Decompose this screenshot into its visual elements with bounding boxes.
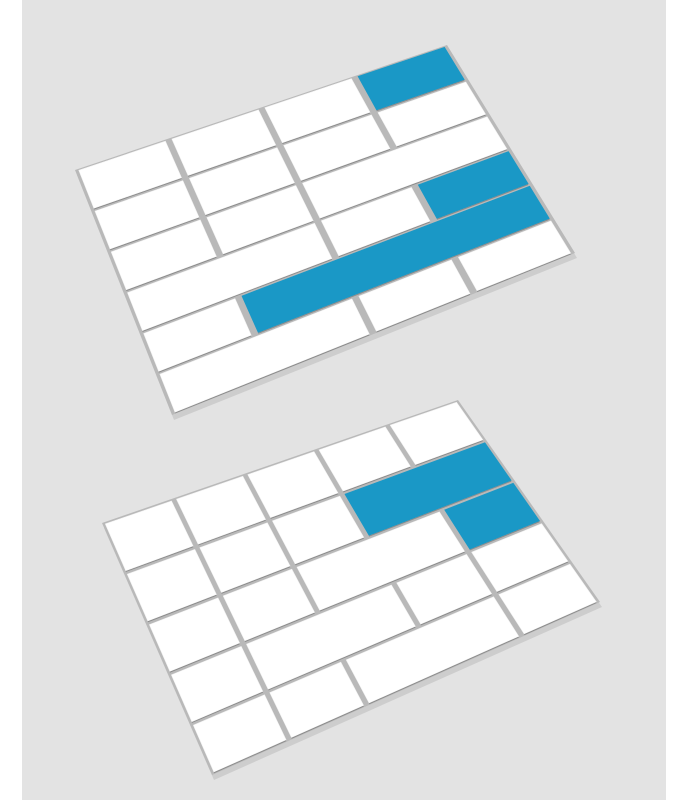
- tile-boards-illustration: [22, 0, 666, 800]
- illustration-canvas: [22, 0, 666, 800]
